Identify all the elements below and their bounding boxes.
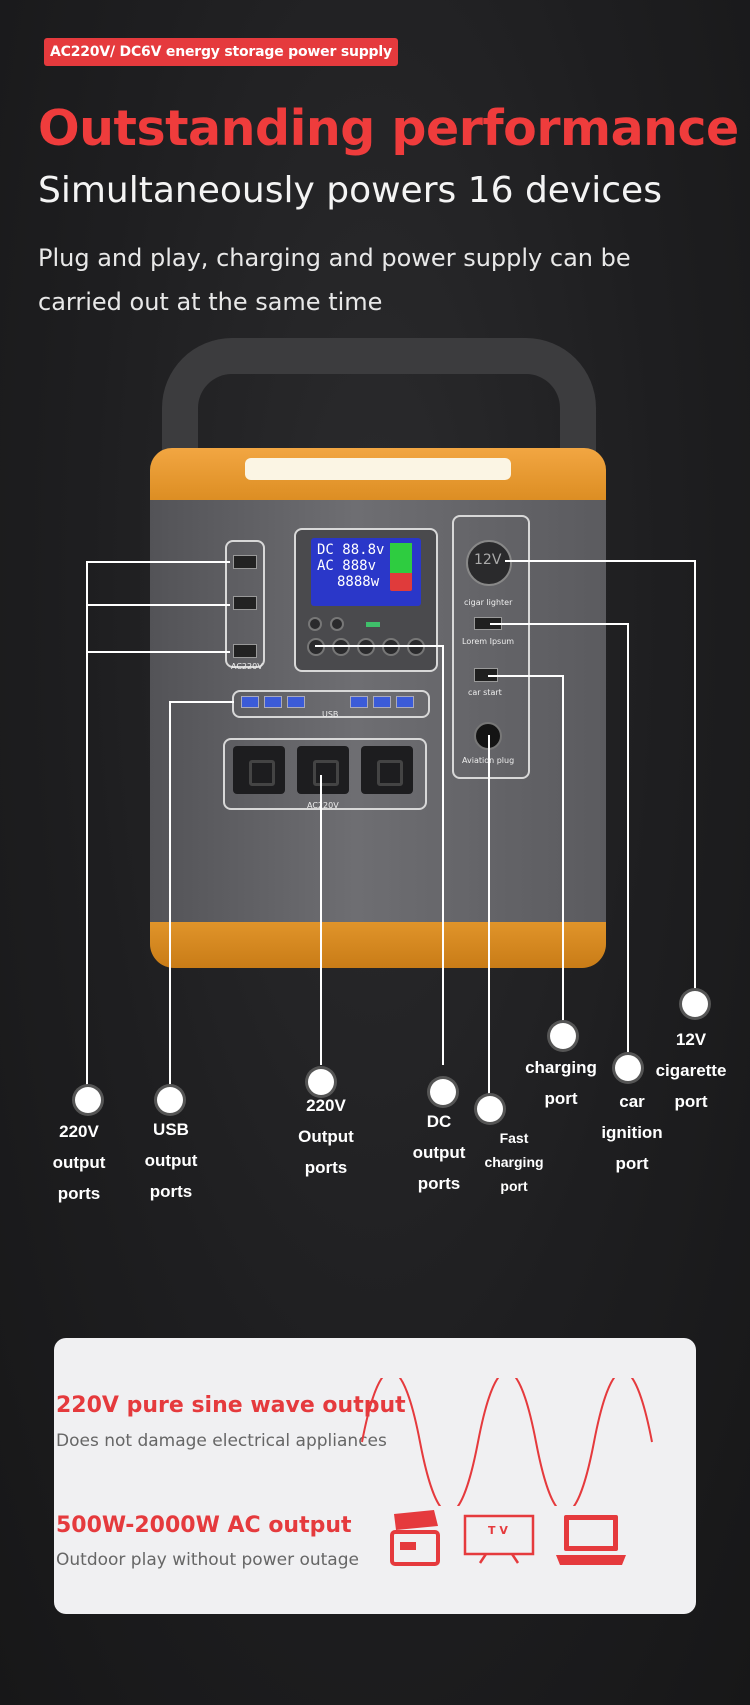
feature-card: 220V pure sine wave output Does not dama… <box>54 1338 696 1614</box>
label-usb-output: USB output ports <box>144 1120 198 1201</box>
callout-line-ac <box>86 562 88 1094</box>
watt-value: 8888w <box>337 574 380 590</box>
ac-outlet <box>361 746 413 794</box>
feature-title-ac: 500W-2000W AC output <box>56 1513 352 1538</box>
callout-dot <box>430 1079 456 1105</box>
label-car-ignition: car ignition port <box>601 1092 663 1173</box>
power-station-image: AC220V DC 88.8v AC 888v 8888w USB AC220V… <box>150 338 606 968</box>
cooler-box-icon <box>390 1510 440 1566</box>
feature-title-sine: 220V pure sine wave output <box>56 1393 406 1418</box>
callout-line-charging <box>488 675 564 677</box>
label-dc-output: DC output ports <box>412 1112 466 1193</box>
round-button <box>332 638 350 656</box>
subheadline: Simultaneously powers 16 devices <box>38 170 662 211</box>
callout-line-dc <box>442 645 444 1065</box>
description: Plug and play, charging and power supply… <box>38 244 631 316</box>
cigar-socket <box>466 540 512 586</box>
ac-outlet-label: AC220V <box>307 801 339 810</box>
callout-line-ac <box>86 651 230 653</box>
lorem-label: Lorem Ipsum <box>462 637 515 646</box>
label-220v-output-ports: 220V Output ports <box>298 1096 354 1177</box>
feature-sub-sine: Does not damage electrical appliances <box>56 1431 387 1451</box>
feature-sub-ac: Outdoor play without power outage <box>56 1550 359 1570</box>
laptop-icon <box>556 1515 626 1565</box>
callout-line-dc <box>315 645 443 647</box>
dc-label: DC <box>317 542 334 558</box>
callout-dot <box>308 1069 334 1095</box>
ac-outlet <box>297 746 349 794</box>
ac-label: AC <box>317 558 334 574</box>
usb-port <box>373 696 391 708</box>
tv-text: T V <box>488 1524 508 1537</box>
round-button <box>357 638 375 656</box>
indicator-slot <box>366 622 380 627</box>
ac-outlet-panel <box>223 738 427 810</box>
ac-value: 888v <box>342 558 377 574</box>
ac-socket <box>233 596 257 610</box>
callout-line-ac <box>86 604 230 606</box>
ac-socket <box>233 644 257 658</box>
callout-line-ac220 <box>320 775 322 1065</box>
callout-line-cigarette <box>505 560 695 562</box>
label-fast-charging: Fast charging port <box>484 1130 544 1194</box>
battery-level-icon <box>390 543 412 591</box>
callout-dot <box>682 991 708 1017</box>
usb-port <box>264 696 282 708</box>
callout-line-car <box>490 623 628 625</box>
usb-port <box>241 696 259 708</box>
usb-label: USB <box>322 710 339 719</box>
callout-line-fast <box>488 735 490 1100</box>
dc-port <box>308 617 322 631</box>
right-port-panel <box>452 515 530 779</box>
usb-port <box>350 696 368 708</box>
round-button <box>407 638 425 656</box>
callout-dot <box>550 1023 576 1049</box>
round-button <box>307 638 325 656</box>
callout-dot <box>477 1096 503 1122</box>
label-charging-port: charging port <box>525 1058 597 1108</box>
callout-line-usb <box>169 701 234 703</box>
callout-dot <box>615 1055 641 1081</box>
headline: Outstanding performance <box>38 100 739 157</box>
top-light <box>245 458 511 480</box>
product-badge: AC220V/ DC6V energy storage power supply <box>44 38 398 66</box>
usb-port <box>287 696 305 708</box>
label-cigarette: 12V cigarette port <box>655 1030 727 1111</box>
callout-line-car <box>627 623 629 1063</box>
bottom-cap <box>150 922 606 968</box>
dc-port <box>330 617 344 631</box>
socket-12v-label: 12V <box>474 552 502 568</box>
callout-line-charging <box>562 675 564 1037</box>
callout-line-ac <box>86 561 230 563</box>
callout-dot <box>157 1087 183 1113</box>
usb-panel <box>232 690 430 718</box>
ac-left-label: AC220V <box>231 662 263 671</box>
car-start-label: car start <box>468 688 502 697</box>
ac-socket <box>233 555 257 569</box>
sine-wave-icon <box>361 1378 653 1506</box>
round-button <box>382 638 400 656</box>
dc-value: 88.8v <box>342 542 385 558</box>
callout-line-cigarette <box>694 560 696 1004</box>
callout-line-usb <box>169 701 171 1095</box>
callout-dot <box>75 1087 101 1113</box>
label-220v-output: 220V output ports <box>52 1122 106 1203</box>
cigar-lighter-label: cigar lighter <box>464 598 513 607</box>
ac-outlet <box>233 746 285 794</box>
tv-icon <box>463 1514 535 1564</box>
usb-port <box>396 696 414 708</box>
